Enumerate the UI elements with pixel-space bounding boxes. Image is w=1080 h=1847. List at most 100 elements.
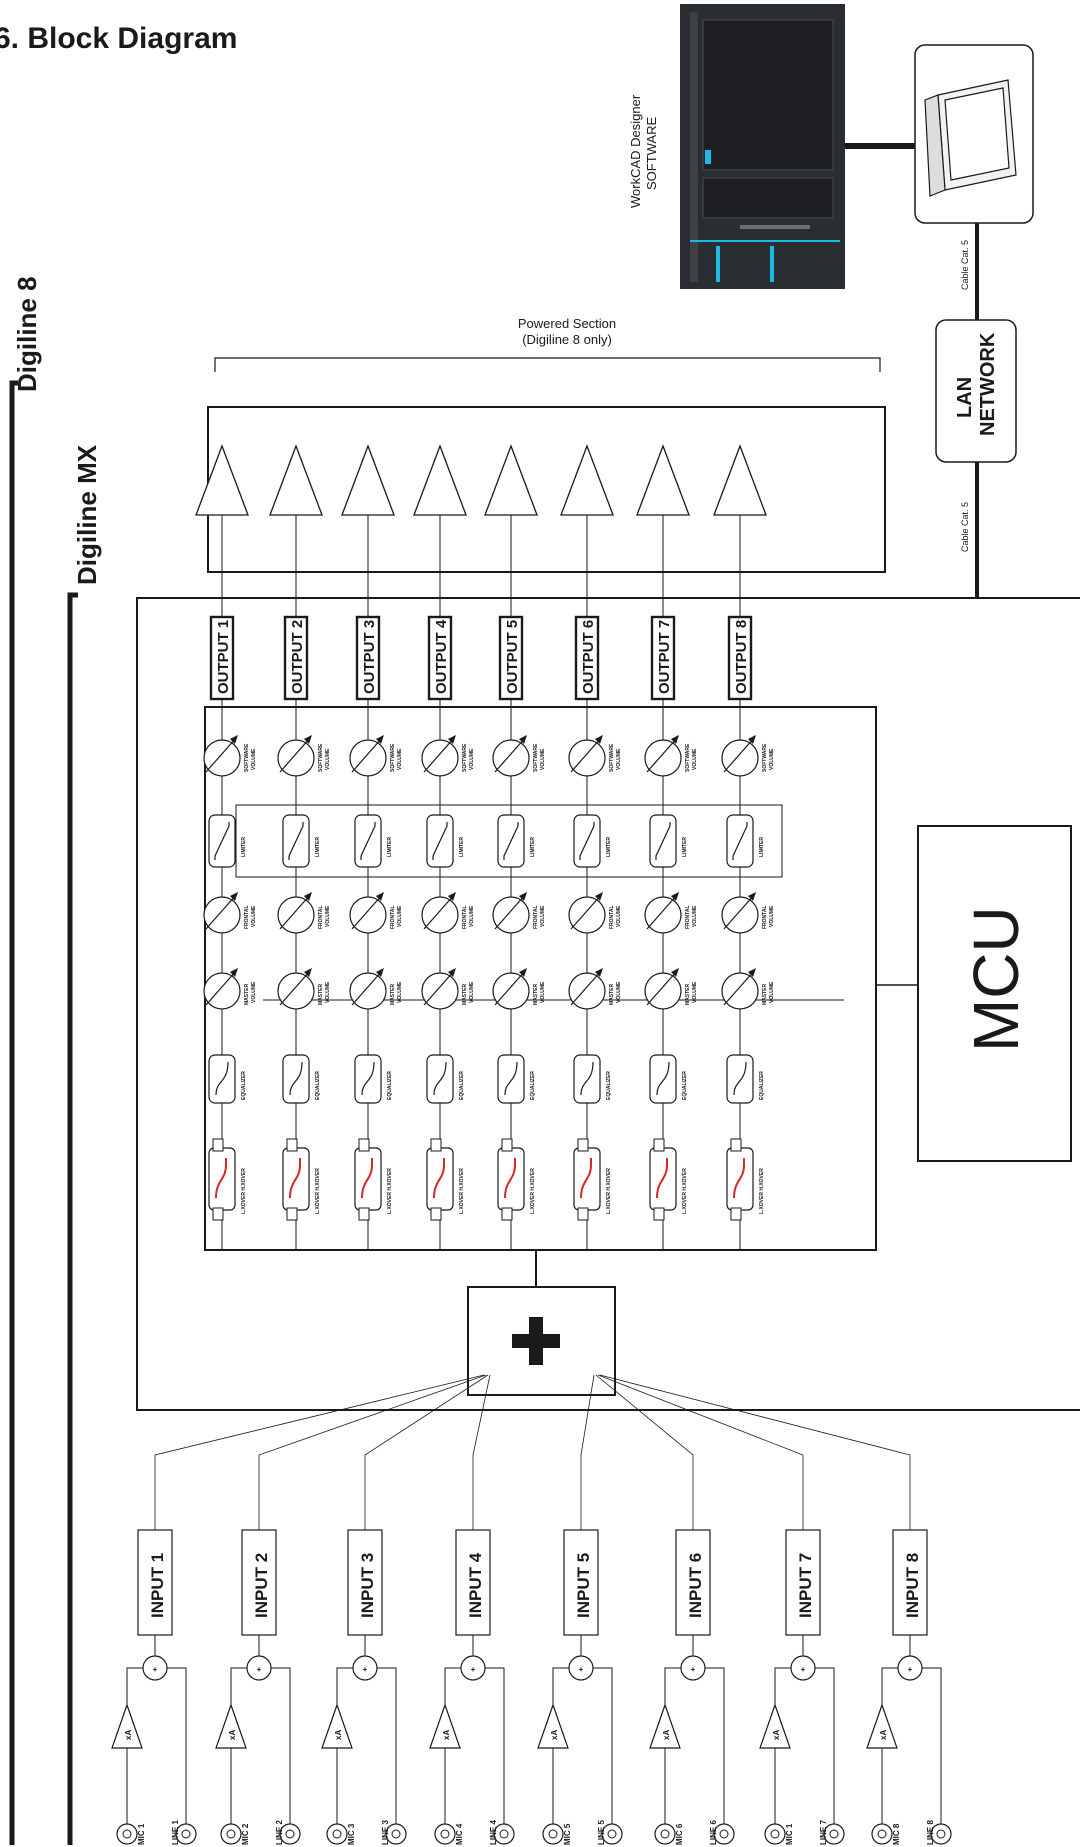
mic-preamp-icon — [759, 1703, 791, 1749]
mic-preamp-label: xA — [228, 1730, 237, 1740]
l-xover-handle — [430, 1207, 442, 1221]
lan-label: LAN — [954, 377, 976, 418]
software-volume-arrow — [351, 737, 383, 773]
equalizer-label: EQUALIZER — [530, 1071, 536, 1100]
master-volume-label: MASTER — [762, 984, 768, 1006]
master-volume-arrowhead — [671, 968, 679, 977]
powered-section-title: Powered Section — [518, 316, 616, 331]
input-box — [675, 1529, 711, 1636]
equalizer-label: EQUALIZER — [241, 1071, 247, 1100]
limiter-label: LIMITER — [530, 837, 536, 857]
frontal-volume-label: VOLUME — [397, 905, 403, 927]
mic-jack-core — [332, 1829, 342, 1839]
frontal-volume-label: FRONTAL — [318, 905, 324, 929]
dsp-box — [204, 706, 877, 1251]
mic-jack-core — [770, 1829, 780, 1839]
mx-processing-box — [136, 597, 1080, 1411]
equalizer-curve — [580, 1061, 594, 1096]
line-path — [815, 1667, 835, 1824]
summing-plus-icon — [512, 1317, 560, 1365]
master-volume-arrowhead — [376, 968, 384, 977]
software-volume-label: VOLUME — [616, 748, 622, 770]
sum-feed-line — [595, 1374, 694, 1530]
equalizer-icon — [426, 1054, 454, 1104]
mic-preamp-icon — [215, 1703, 247, 1749]
frontal-volume-arrowhead — [671, 892, 679, 901]
mic-label: MIC 2 — [241, 1823, 250, 1845]
frontal-volume-label: FRONTAL — [533, 905, 539, 929]
l-xover-handle — [358, 1207, 370, 1221]
xover-label: L.XOVER H.XOVER — [759, 1168, 765, 1214]
limiter-label: LIMITER — [241, 837, 247, 857]
amplifier-icon — [560, 444, 614, 516]
software-volume-arrowhead — [304, 735, 312, 744]
frontal-volume-label: VOLUME — [325, 905, 331, 927]
equalizer-label: EQUALIZER — [682, 1071, 688, 1100]
line-jack-core — [499, 1829, 509, 1839]
master-volume-arrow — [570, 970, 602, 1006]
mic-preamp-icon — [649, 1703, 681, 1749]
frontal-volume-label: FRONTAL — [390, 905, 396, 929]
powered-section-bracket — [214, 357, 881, 372]
master-volume-label: MASTER — [609, 984, 615, 1006]
frontal-volume-arrowhead — [595, 892, 603, 901]
master-volume-arrowhead — [595, 968, 603, 977]
xover-curve — [504, 1158, 516, 1199]
frontal-volume-label: FRONTAL — [609, 905, 615, 929]
input-label: INPUT 8 — [903, 1553, 922, 1618]
sum-node-label: + — [363, 1665, 368, 1674]
master-volume-arrowhead — [230, 968, 238, 977]
software-volume-label: VOLUME — [251, 748, 257, 770]
equalizer-label: EQUALIZER — [759, 1071, 765, 1100]
sum-node-label: + — [471, 1665, 476, 1674]
frontal-volume-icon — [349, 896, 387, 934]
master-volume-arrow — [205, 970, 237, 1006]
sum-node-label: + — [579, 1665, 584, 1674]
limiter-curve — [288, 822, 304, 860]
software-volume-label: SOFTWARE — [390, 743, 396, 772]
input-label: INPUT 5 — [574, 1553, 593, 1618]
amplifier-icon — [713, 444, 767, 516]
software-volume-icon — [492, 739, 530, 777]
equalizer-icon — [282, 1054, 310, 1104]
software-screenshot — [680, 4, 845, 289]
mic-jack-core — [548, 1829, 558, 1839]
input-label: INPUT 1 — [148, 1553, 167, 1618]
h-xover-handle — [501, 1138, 513, 1152]
equalizer-icon — [649, 1054, 677, 1104]
limiter-curve — [432, 822, 448, 860]
h-xover-handle — [212, 1138, 224, 1152]
output-box — [727, 615, 753, 701]
line-jack-core — [285, 1829, 295, 1839]
l-xover-handle — [501, 1207, 513, 1221]
master-volume-icon — [644, 972, 682, 1010]
mic-path — [881, 1667, 898, 1705]
limiter-label: LIMITER — [759, 837, 765, 857]
equalizer-icon — [497, 1054, 525, 1104]
limiter-group-box — [235, 804, 783, 878]
xover-label: L.XOVER H.XOVER — [530, 1168, 536, 1214]
frontal-volume-label: VOLUME — [540, 905, 546, 927]
amplifier-icon — [195, 444, 249, 516]
equalizer-label: EQUALIZER — [606, 1071, 612, 1100]
frontal-volume-arrow — [351, 894, 383, 930]
mic-path — [230, 1667, 247, 1705]
mic-label: MIC 4 — [455, 1823, 464, 1845]
software-volume-label: VOLUME — [469, 748, 475, 770]
l-xover-handle — [212, 1207, 224, 1221]
frontal-volume-label: FRONTAL — [685, 905, 691, 929]
line-jack-core — [719, 1829, 729, 1839]
frontal-volume-label: VOLUME — [616, 905, 622, 927]
l-xover-handle — [730, 1207, 742, 1221]
sum-node-label: + — [801, 1665, 806, 1674]
output-label: OUTPUT 2 — [289, 620, 306, 694]
line-path — [167, 1667, 187, 1824]
software-volume-label: VOLUME — [325, 748, 331, 770]
equalizer-curve — [361, 1061, 375, 1096]
master-volume-label: VOLUME — [540, 981, 546, 1003]
